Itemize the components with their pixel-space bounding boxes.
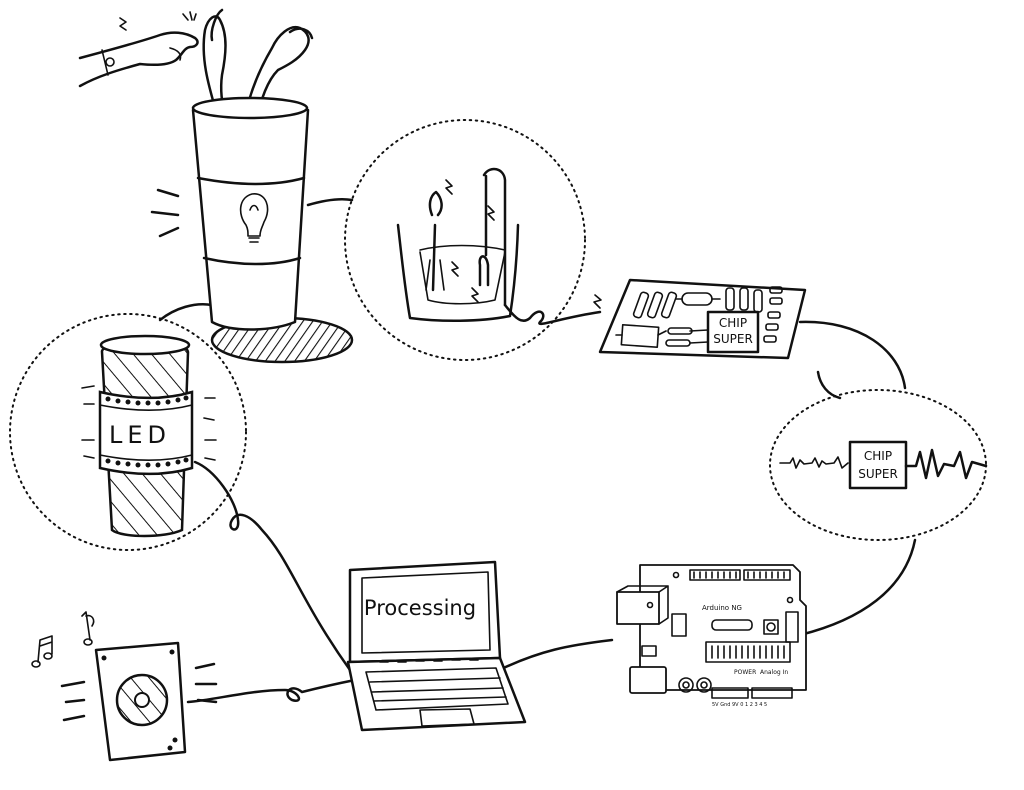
small-plant (428, 190, 443, 292)
vase-rim (191, 96, 309, 120)
laptop-keyboard (365, 667, 509, 711)
processing-label: Processing (364, 596, 476, 620)
spark-icon (471, 287, 479, 303)
circuit-board: CHIP SUPER (598, 278, 807, 360)
spark-icon (487, 205, 495, 221)
chip-signal-zoom: CHIP SUPER (769, 389, 988, 541)
hand-illustration (78, 11, 199, 88)
lightbulb-icon (239, 193, 269, 243)
spark-icon (119, 17, 127, 31)
circuit-detail-zoom (344, 119, 602, 361)
laptop: Processing (346, 560, 527, 732)
connecting-wires (158, 197, 917, 704)
arduino-board: Arduino NG POWER Analog In 5V Gnd 9V 0 1… (616, 564, 807, 708)
wire-board-to-chip (798, 320, 907, 390)
plant-leaf-right (243, 25, 310, 120)
wire-laptop-to-led (193, 460, 352, 672)
wire-vase-to-detail (306, 197, 354, 207)
chip-label-top: CHIP (719, 316, 747, 330)
chip-label-bottom: SUPER (713, 332, 753, 346)
arduino-name: Arduino NG (702, 604, 742, 612)
led-label: LED (109, 421, 171, 449)
led-lamp-zoom: LED (9, 313, 247, 551)
spark-icon (182, 11, 197, 21)
wire-chip-to-arduino (798, 538, 917, 637)
chip-super-zoom (848, 440, 908, 490)
sound-waves-right (194, 662, 218, 704)
spark-icon (451, 261, 459, 277)
output-signal-wave (904, 448, 988, 480)
laptop-trackpad (419, 708, 475, 727)
vase-body (191, 101, 310, 331)
wire-arduino-to-laptop (493, 638, 614, 674)
wire-vase-to-led (158, 303, 214, 322)
spark-icon (445, 179, 453, 195)
speaker (31, 611, 218, 762)
electrode-probe (478, 167, 507, 307)
music-note-icon (31, 611, 95, 668)
arduino-power-label: POWER (734, 669, 756, 676)
input-signal-wave (779, 456, 849, 469)
wire-chip-tail (816, 370, 842, 400)
wire-laptop-to-speaker (186, 678, 357, 704)
power-jack (629, 666, 667, 694)
chip-zoom-label-top: CHIP (864, 449, 892, 463)
plant-leaf-left (202, 15, 228, 120)
usb-port (616, 591, 660, 625)
laptop-base (346, 656, 527, 732)
led-dots (105, 395, 189, 468)
water-container (396, 223, 520, 323)
chip-super (706, 310, 760, 354)
glow-lines (81, 385, 217, 461)
chip-zoom-label-bottom: SUPER (858, 467, 898, 481)
arduino-pin-labels: 5V Gnd 9V 0 1 2 3 4 5 (712, 702, 767, 708)
sound-waves-left (60, 680, 86, 722)
arduino-analog-label: Analog In (760, 669, 788, 676)
spark-icon (593, 294, 602, 309)
wire-detail-to-board (503, 303, 602, 326)
plant-vase (150, 8, 354, 364)
